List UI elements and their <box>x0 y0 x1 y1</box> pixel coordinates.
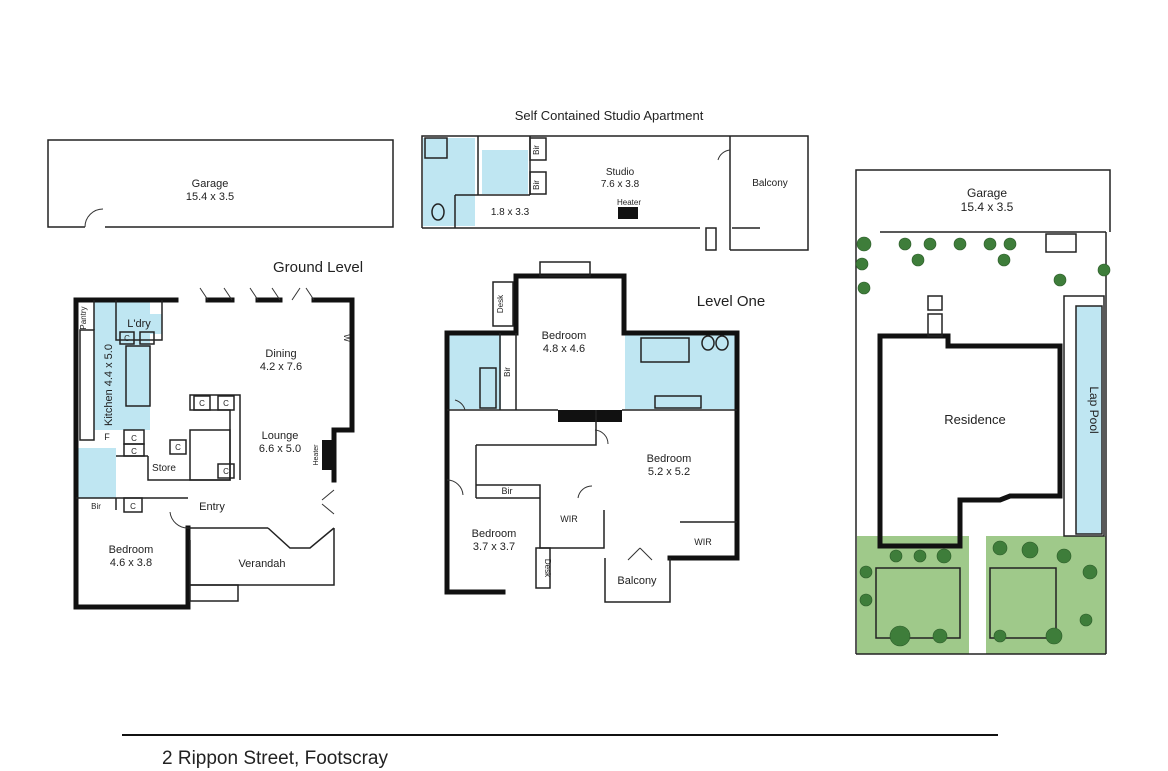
verandah-label: Verandah <box>238 558 285 570</box>
entry-label: Entry <box>199 501 225 513</box>
level1-bir-bottom: Bir <box>502 486 513 496</box>
studio-heading: Self Contained Studio Apartment <box>515 108 704 123</box>
level-one-heading: Level One <box>697 293 765 310</box>
c-7: C <box>223 399 229 408</box>
site-garage-name: Garage <box>967 186 1007 200</box>
c-8: C <box>223 467 229 476</box>
studio-heater: Heater <box>617 198 641 207</box>
fridge-label: F <box>104 432 110 442</box>
lap-pool-label: Lap Pool <box>1087 386 1101 433</box>
ground-bedroom-dims: 4.6 x 3.8 <box>110 557 152 569</box>
lounge-dims: 6.6 x 5.0 <box>259 443 301 455</box>
level-one-plan: Desk Desk Bir Bir Bedroom 4.8 x 4.6 Bedr… <box>444 261 740 603</box>
garage-left-name: Garage <box>192 178 229 190</box>
ground-bedroom-name: Bedroom <box>109 544 154 556</box>
garage-left-dims: 15.4 x 3.5 <box>186 191 234 203</box>
dining-dims: 4.2 x 7.6 <box>260 361 302 373</box>
c-5: C <box>175 443 181 452</box>
level1-desk-top: Desk <box>496 294 505 313</box>
level1-bed-left-dims: 3.7 x 3.7 <box>473 541 515 553</box>
store-label: Store <box>152 463 176 474</box>
studio-apartment: Bir Bir Studio 7.6 x 3.8 Heater 1.8 x 3.… <box>421 135 809 251</box>
c-4: C <box>130 502 136 511</box>
studio-balcony: Balcony <box>752 178 788 189</box>
ground-bir-label: Bir <box>91 502 101 511</box>
level1-balcony: Balcony <box>617 575 657 587</box>
site-garage-dims: 15.4 x 3.5 <box>961 200 1014 214</box>
studio-bath-dims: 1.8 x 3.3 <box>491 207 530 218</box>
level1-bed-right-name: Bedroom <box>647 453 692 465</box>
level1-bed-left-name: Bedroom <box>472 528 517 540</box>
level1-wir-right: WIR <box>694 537 712 547</box>
level1-bir-side: Bir <box>503 367 512 377</box>
c-2: C <box>131 434 137 443</box>
level1-desk-bottom: Desk <box>543 559 552 578</box>
laundry-label: L'dry <box>127 318 151 330</box>
level1-bed-top-dims: 4.8 x 4.6 <box>543 343 585 355</box>
studio-dims: 7.6 x 3.8 <box>601 179 640 190</box>
c-3: C <box>131 447 137 456</box>
level1-bed-top-name: Bedroom <box>542 330 587 342</box>
garage-left: Garage 15.4 x 3.5 <box>47 139 394 228</box>
ground-level-heading: Ground Level <box>273 259 363 276</box>
pantry-label: Pantry <box>79 306 88 329</box>
c-1: C <box>124 334 130 343</box>
address-label: 2 Rippon Street, Footscray <box>162 748 388 769</box>
level1-wir-left: WIR <box>560 514 578 524</box>
dining-name: Dining <box>265 348 296 360</box>
residence-label: Residence <box>944 412 1005 427</box>
site-plan: Garage 15.4 x 3.5 Residence Lap Pool <box>855 169 1111 655</box>
level1-bed-right-dims: 5.2 x 5.2 <box>648 466 690 478</box>
ground-level-plan: Pantry L'dry Kitchen 4.4 x 5.0 F Dining … <box>73 287 355 610</box>
c-6: C <box>199 399 205 408</box>
studio-bir-b: Bir <box>532 180 541 190</box>
lounge-name: Lounge <box>262 430 299 442</box>
ground-w-label: W <box>342 334 351 342</box>
studio-name: Studio <box>606 167 635 178</box>
kitchen-label: Kitchen 4.4 x 5.0 <box>103 344 115 426</box>
ground-heater-label: Heater <box>313 444 320 466</box>
studio-bir-a: Bir <box>532 145 541 155</box>
